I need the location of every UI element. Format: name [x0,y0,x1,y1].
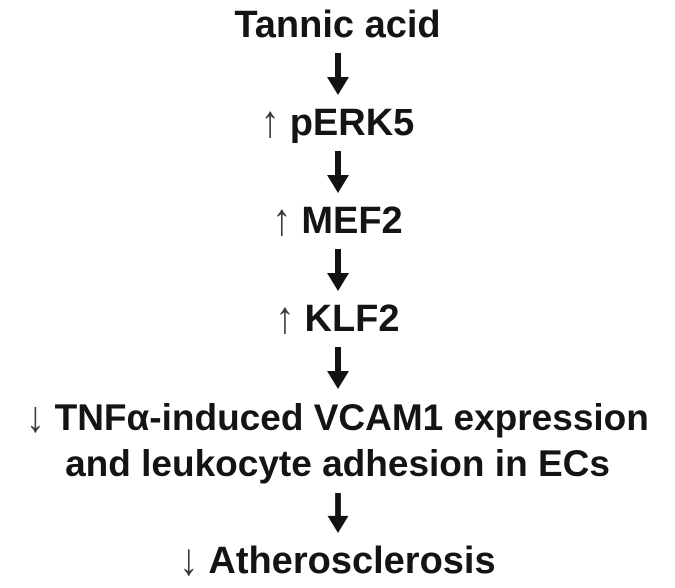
up-arrow-icon: ↑ [272,195,292,245]
pathway-node-atherosclerosis: ↓Atherosclerosis [179,535,496,585]
pathway-node-mef2: ↑MEF2 [272,195,403,245]
up-arrow-icon: ↑ [275,293,295,343]
node-label: TNFα-induced VCAM1 expression and leukoc… [54,397,649,484]
flow-down-arrow-icon [327,493,348,533]
down-arrow-icon: ↓ [26,392,45,441]
pathway-node-perk5: ↑pERK5 [261,97,415,147]
node-label: KLF2 [304,298,400,340]
pathway-node-vcam1-expression: ↓TNFα-induced VCAM1 expression and leuko… [0,392,675,487]
down-arrow-icon: ↓ [179,535,199,585]
flow-down-arrow-icon [326,249,349,291]
flow-down-arrow-icon [326,347,349,389]
pathway-node-klf2: ↑KLF2 [276,293,400,343]
node-label: MEF2 [301,200,403,242]
node-label: pERK5 [289,102,415,144]
flow-down-arrow-icon [326,53,349,95]
node-label: Tannic acid [234,4,441,46]
pathway-node-tannic-acid: Tannic acid [234,3,440,47]
node-label: Atherosclerosis [208,540,496,582]
flow-down-arrow-icon [326,151,349,193]
up-arrow-icon: ↑ [260,97,280,147]
